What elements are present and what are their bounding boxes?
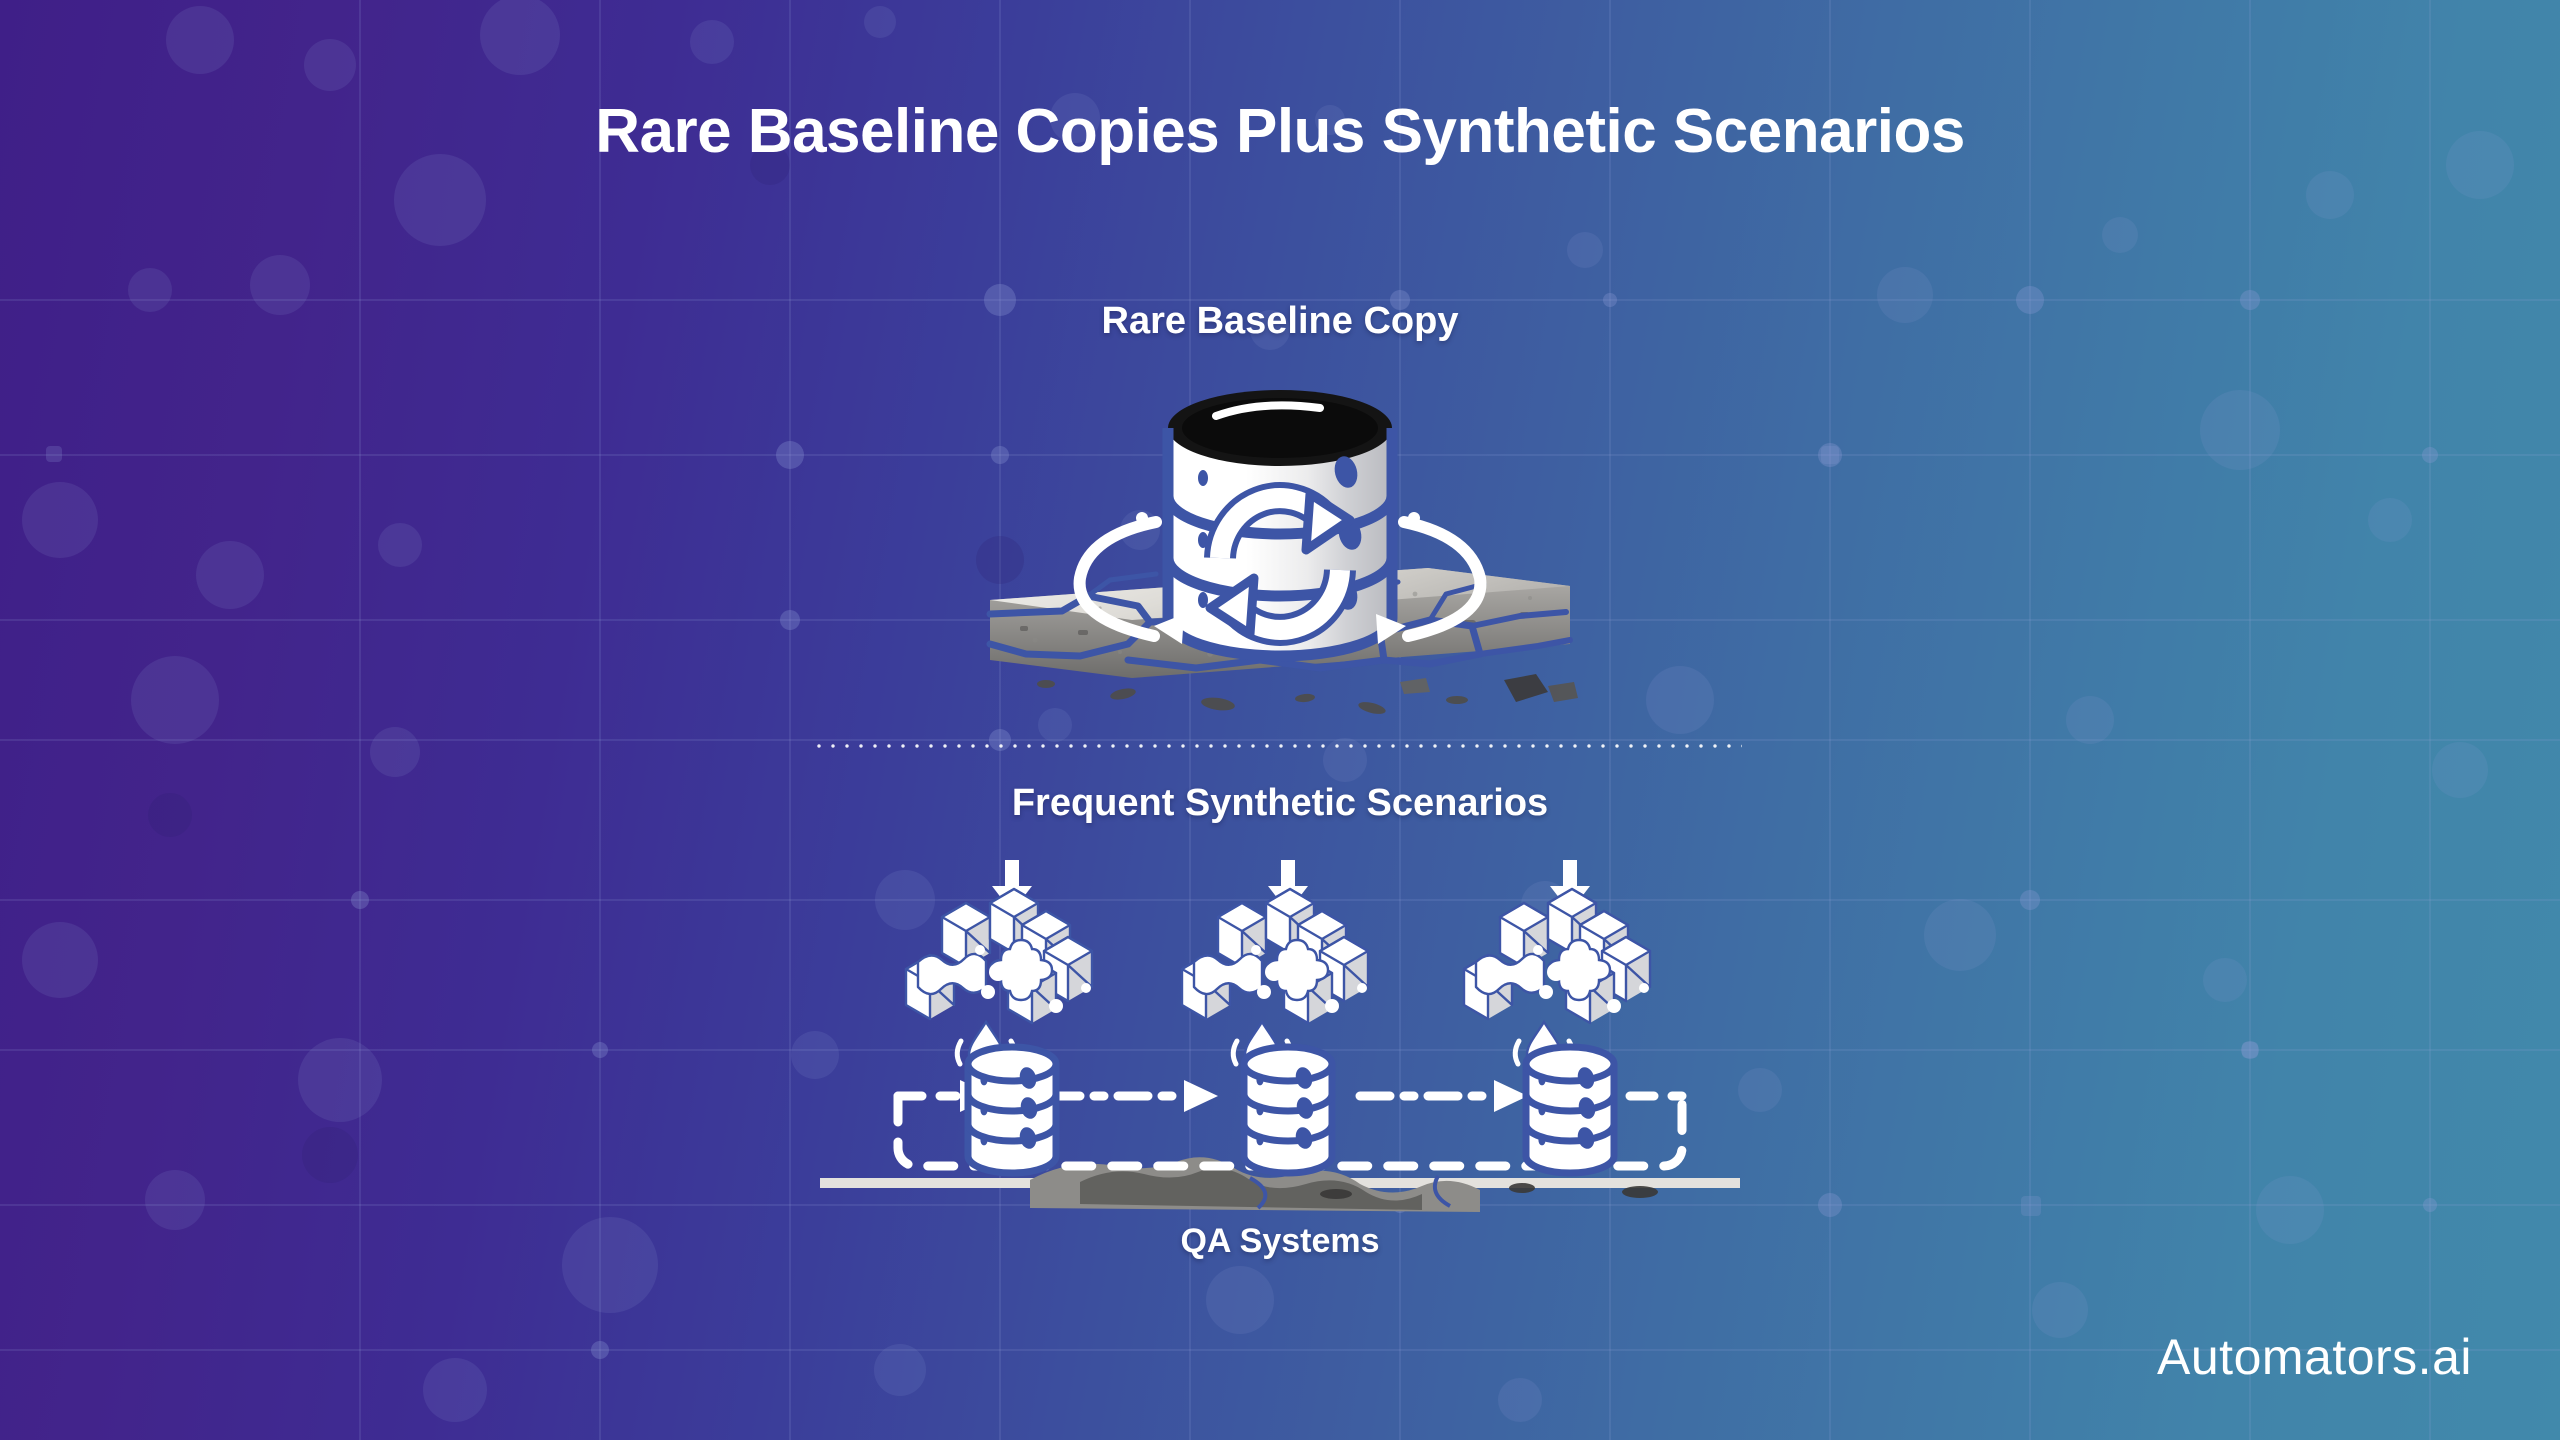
baseline-illustration bbox=[960, 368, 1600, 728]
database-refresh-on-cracked-slab-icon bbox=[986, 390, 1578, 714]
scenario-unit bbox=[1182, 860, 1368, 1173]
scenario-unit bbox=[1464, 860, 1650, 1173]
rough-ground-strip bbox=[820, 1157, 1740, 1212]
orbit-arcs-icon bbox=[1073, 516, 1487, 642]
page-title: Rare Baseline Copies Plus Synthetic Scen… bbox=[595, 97, 1965, 166]
section-label-qa-systems: QA Systems bbox=[1180, 1222, 1380, 1260]
refresh-sync-icon bbox=[1204, 482, 1356, 646]
section-label-baseline: Rare Baseline Copy bbox=[1101, 300, 1459, 342]
brand-wordmark: Automators.ai bbox=[2157, 1329, 2472, 1385]
rubble-debris bbox=[1037, 674, 1578, 714]
dashed-loop-arrows[interactable] bbox=[893, 1091, 1687, 1171]
section-label-synthetic: Frequent Synthetic Scenarios bbox=[1011, 782, 1549, 824]
synthetic-scenarios-illustration bbox=[780, 848, 1780, 1228]
scenario-unit bbox=[906, 860, 1092, 1173]
dotted-divider bbox=[812, 744, 1742, 748]
